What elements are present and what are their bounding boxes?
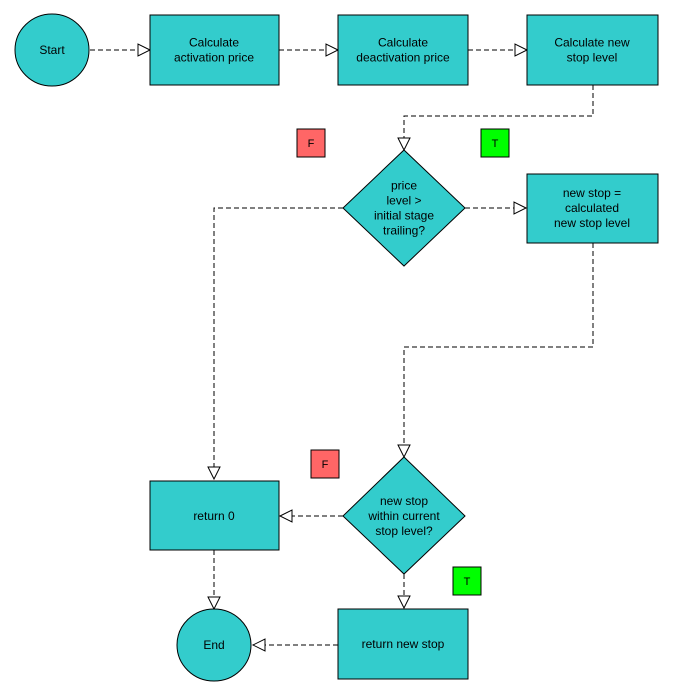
label-line: End — [203, 638, 224, 652]
node-return-zero[interactable]: return 0 — [149, 480, 280, 551]
node-start-label: Start — [39, 43, 65, 57]
label-line: deactivation price — [356, 51, 450, 65]
badge-false-price-label: F — [308, 138, 315, 150]
node-return-zero-label: return 0 — [193, 509, 235, 523]
arrowhead — [397, 444, 411, 459]
arrowhead — [513, 201, 528, 215]
arrowhead — [207, 596, 221, 611]
label-line: Calculate — [189, 36, 239, 50]
badge-false-price: F — [296, 128, 326, 158]
badge-false-within: F — [310, 449, 340, 479]
node-start[interactable]: Start — [14, 13, 90, 87]
label-line: new stop level — [554, 216, 630, 230]
arrowhead — [325, 43, 340, 57]
badge-true-price-box — [480, 128, 510, 158]
label-line: Start — [39, 43, 65, 57]
badge-false-within-box — [310, 449, 340, 479]
node-end[interactable]: End — [176, 608, 252, 682]
edge-assign-to-decision-within — [403, 243, 594, 445]
label-line: trailing? — [383, 224, 425, 238]
node-return-new-stop-label: return new stop — [362, 637, 445, 651]
arrowhead — [397, 595, 411, 610]
label-line: calculated — [565, 201, 619, 215]
node-return-new-stop[interactable]: return new stop — [337, 608, 469, 680]
arrowhead — [397, 137, 411, 152]
badge-true-price-label: T — [492, 138, 499, 150]
label-line: stop level — [567, 51, 618, 65]
label-line: new stop — [380, 494, 428, 508]
badge-true-within-box — [452, 566, 482, 596]
label-line: Calculate new — [554, 36, 630, 50]
arrowhead — [251, 638, 266, 652]
label-line: Calculate — [378, 36, 428, 50]
label-line: return new stop — [362, 637, 445, 651]
node-end-label: End — [203, 638, 224, 652]
label-line: initial stage — [374, 209, 434, 223]
arrowhead — [137, 43, 152, 57]
badge-true-within-label: T — [464, 576, 471, 588]
label-line: stop level? — [375, 524, 433, 538]
label-line: new stop = — [563, 186, 621, 200]
label-line: activation price — [174, 51, 254, 65]
edge-decision-price-false — [213, 207, 343, 467]
label-line: within current — [367, 509, 440, 523]
badge-false-price-box — [296, 128, 326, 158]
label-line: level > — [386, 194, 421, 208]
badge-false-within-label: F — [322, 459, 329, 471]
edges — [90, 43, 594, 652]
badge-true-within: T — [452, 566, 482, 596]
arrowhead — [278, 509, 293, 523]
label-line: return 0 — [193, 509, 235, 523]
badge-true-price: T — [480, 128, 510, 158]
arrowhead — [207, 466, 221, 481]
arrowhead — [514, 43, 529, 57]
label-line: price — [391, 179, 417, 193]
